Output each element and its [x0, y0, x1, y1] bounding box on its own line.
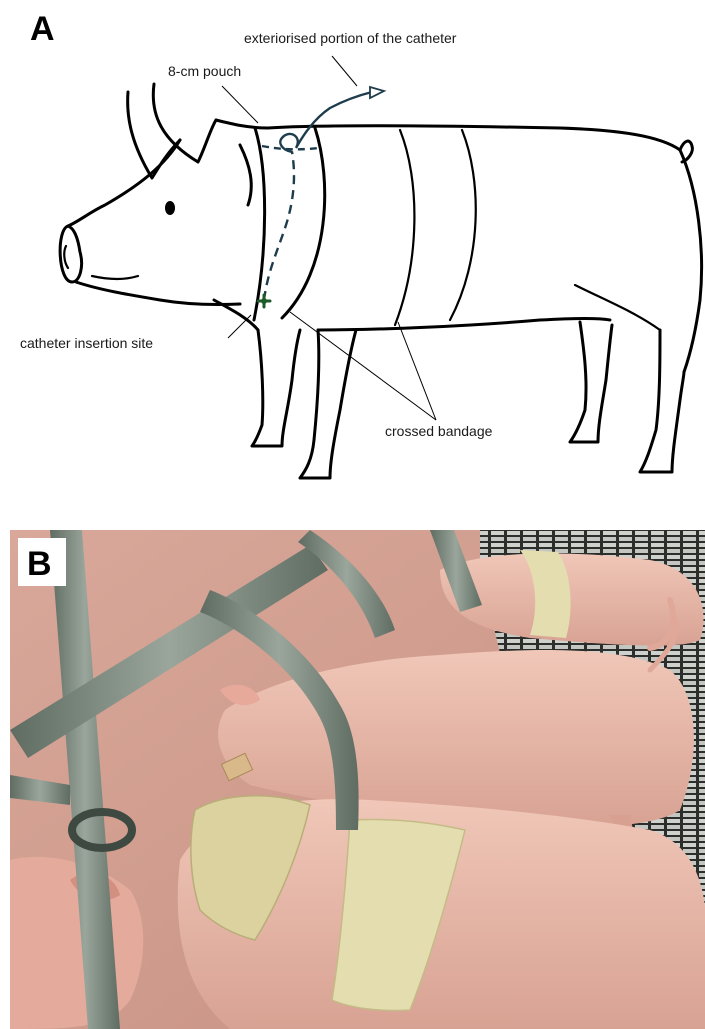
- bandage-band-3: [395, 130, 414, 325]
- pig-ear-back: [153, 84, 216, 162]
- pig-front-leg-far: [252, 330, 300, 446]
- piglets-photo: B: [10, 530, 705, 1029]
- pig-hind-leg-near: [640, 330, 684, 472]
- pig-front-leg-near: [300, 330, 356, 478]
- bandage-band-2: [282, 128, 325, 318]
- catheter-dashed-path: [264, 152, 294, 300]
- pointer-insertion: [228, 315, 251, 338]
- pointer-bandage-2: [398, 322, 436, 420]
- panel-b-photo: B: [10, 530, 705, 1029]
- pig-rump: [680, 150, 702, 372]
- label-exteriorised: exteriorised portion of the catheter: [244, 30, 457, 46]
- pig-eye: [165, 201, 175, 215]
- pig-belly: [318, 319, 610, 331]
- panel-a-diagram: A: [0, 0, 705, 500]
- pig-neck-line: [240, 145, 251, 205]
- pig-nostril: [64, 246, 68, 268]
- pig-hind-leg-far: [570, 322, 612, 442]
- panel-a-letter: A: [30, 10, 55, 48]
- pig-head-top: [68, 140, 180, 226]
- insertion-site-dot: [261, 298, 267, 304]
- catheter-exteriorised-line: [280, 92, 372, 152]
- bandage-band-1: [254, 128, 265, 320]
- pointer-pouch: [222, 86, 258, 123]
- pig-mouth: [92, 276, 138, 279]
- pouch-dashed-line: [262, 146, 318, 149]
- pig-diagram: A: [0, 0, 705, 500]
- pig-hind-thigh: [575, 285, 660, 330]
- pointer-exteriorised: [332, 56, 357, 86]
- label-pouch: 8-cm pouch: [168, 63, 241, 79]
- panel-b-letter: B: [27, 545, 52, 583]
- bandage-band-4: [450, 130, 476, 320]
- label-bandage: crossed bandage: [385, 423, 493, 439]
- label-insertion: catheter insertion site: [20, 335, 153, 351]
- catheter-connector: [370, 87, 384, 98]
